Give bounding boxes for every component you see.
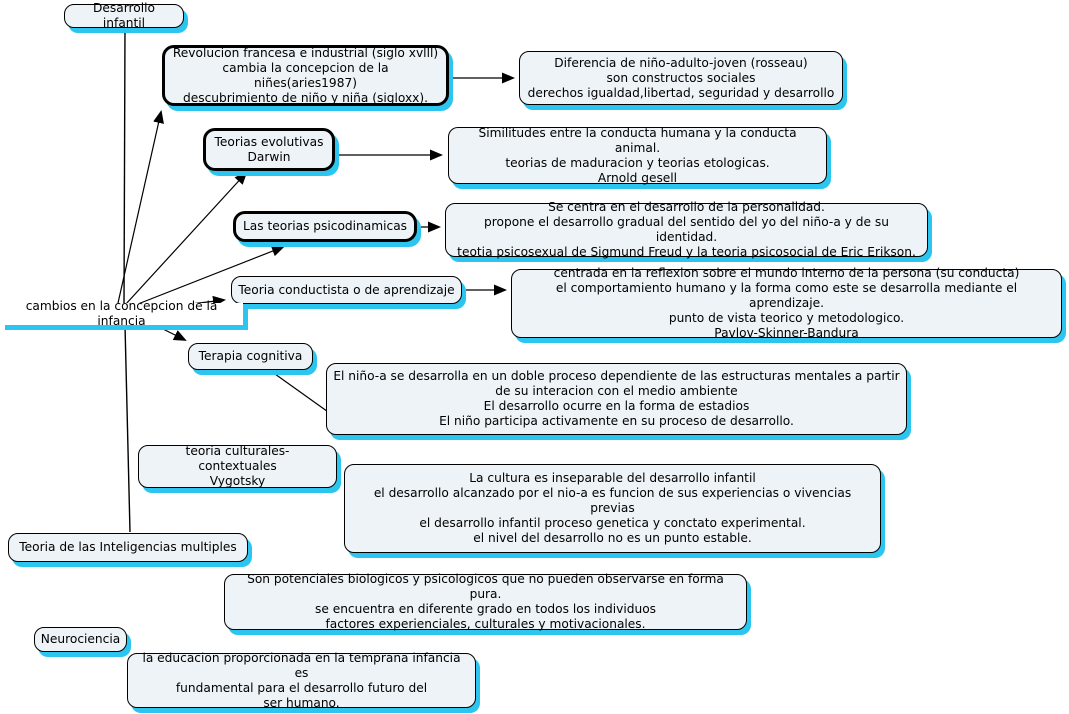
node-culturales-descripcion[interactable]: La cultura es inseparable del desarrollo… — [344, 464, 881, 553]
edge-hub-to-psicodinamicas — [137, 245, 285, 305]
edge-hub-to-cognitiva — [156, 325, 187, 341]
node-teoria-culturales-contextuales[interactable]: teoria culturales- contextuales Vygotsky — [138, 444, 337, 488]
node-conductista-descripcion[interactable]: centrada en la reflexion sobre el mundo … — [511, 266, 1062, 340]
node-teoria-conductista[interactable]: Teoria conductista o de aprendizaje — [231, 276, 462, 304]
node-psicodinamicas-descripcion[interactable]: Se centra en el desarrollo de la persona… — [445, 200, 928, 259]
node-revolucion-francesa[interactable]: Revolucion francesa e industrial (siglo … — [162, 45, 449, 106]
node-desarrollo-infantil[interactable]: Desarrollo infantil — [64, 1, 184, 30]
node-terapia-cognitiva[interactable]: Terapia cognitiva — [188, 343, 313, 370]
node-diferencia-nino-adulto[interactable]: Diferencia de niño-adulto-joven (rosseau… — [519, 51, 843, 105]
node-similitudes-conducta[interactable]: Similitudes entre la conducta humana y l… — [448, 126, 827, 185]
node-cognitiva-descripcion[interactable]: El niño-a se desarrolla en un doble proc… — [326, 363, 907, 435]
node-cambios-concepcion-infancia[interactable]: cambios en la concepcion de la infancia — [0, 299, 243, 328]
node-neurociencia-descripcion[interactable]: la educacion proporcionada en la tempran… — [127, 651, 476, 710]
edge-hub-to-inteligencias — [124, 324, 131, 533]
node-inteligencias-descripcion[interactable]: Son potenciales biologicos y psicologico… — [224, 572, 747, 631]
node-teorias-evolutivas[interactable]: Teorias evolutivas Darwin — [203, 128, 335, 171]
edge-root-to-hub — [123, 26, 126, 307]
edge-cognitiva-to-desc — [267, 368, 332, 415]
edge-hub-to-revolucion — [117, 110, 164, 304]
edge-hub-to-evolutivas — [125, 171, 248, 305]
node-teorias-psicodinamicas[interactable]: Las teorias psicodinamicas — [233, 211, 417, 242]
node-inteligencias-multiples[interactable]: Teoria de las Inteligencias multiples — [8, 533, 248, 562]
node-neurociencia[interactable]: Neurociencia — [34, 627, 127, 652]
